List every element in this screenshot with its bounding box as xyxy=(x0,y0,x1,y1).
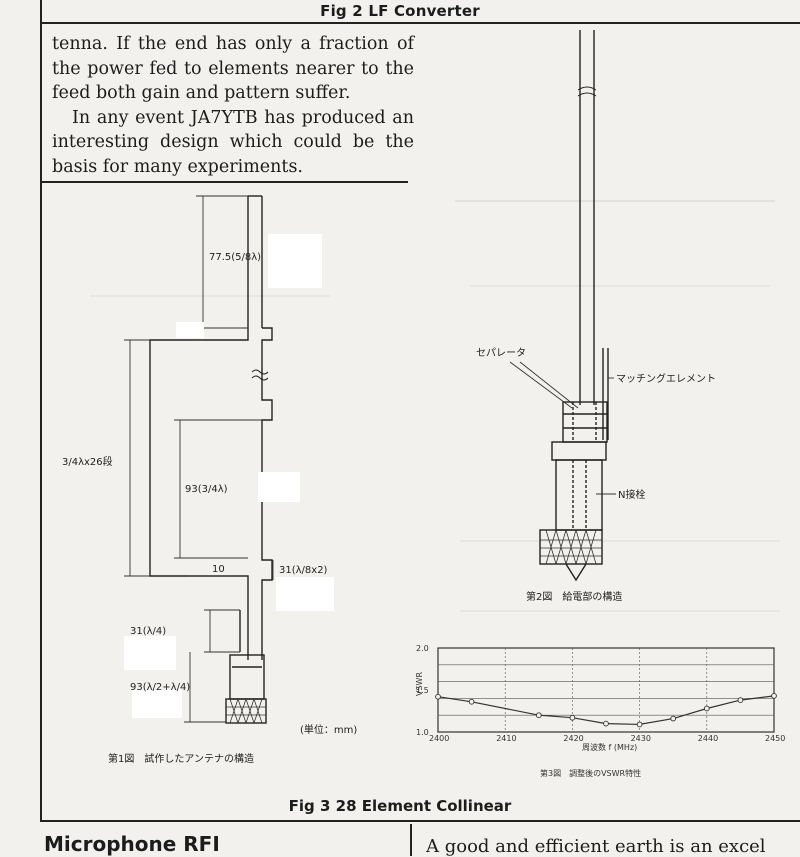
body-text: tenna. If the end has only a fraction of… xyxy=(52,32,414,179)
fig2-caption: Fig 2 LF Converter xyxy=(320,2,480,20)
fig1-dim-gap: 10 xyxy=(212,564,225,575)
fig1-dim-left: 3/4λx26段 xyxy=(62,455,113,468)
fig1-dim-top: 77.5(5/8λ) xyxy=(209,252,261,263)
body-paragraph-1: tenna. If the end has only a fraction of… xyxy=(52,34,414,103)
fig3-y-tick-label: 1.0 xyxy=(416,728,429,737)
fig3-data-point xyxy=(569,714,576,721)
fig2-connector-hatch xyxy=(540,529,602,565)
fig3-data-point xyxy=(468,698,475,705)
fig1-dim-mid: 93(3/4λ) xyxy=(185,484,228,495)
fig3-data-point xyxy=(737,697,744,703)
fig1-antenna-drawing xyxy=(149,195,273,724)
fig3-y-tick-label: 2.0 xyxy=(416,644,429,653)
fig2-feed-drawing xyxy=(539,30,609,582)
fig3-y-ticks: 2.0 1.5 1.0 xyxy=(416,644,429,737)
next-column-text: A good and efficient earth is an excel xyxy=(426,836,766,857)
fig3-data-point xyxy=(670,715,677,722)
fig1-dim-right: 31(λ/8x2) xyxy=(279,565,328,576)
fig1-unit: (単位：mm) xyxy=(300,723,357,736)
fig2-caption: 第2図 給電部の構造 xyxy=(526,590,622,603)
fig3-x-tick-label: 2420 xyxy=(563,734,583,743)
text-box-rule xyxy=(40,181,408,183)
frame-bottom-rule xyxy=(40,820,800,822)
fig1-scan-patches xyxy=(124,234,334,718)
fig3-x-tick-label: 2410 xyxy=(496,734,516,743)
show-through-artifacts xyxy=(90,200,780,612)
fig3-data-point xyxy=(535,712,542,719)
fig2-leader-lines xyxy=(509,361,616,495)
fig1-connector-hatch xyxy=(226,698,266,724)
fig3-x-tick-label: 2430 xyxy=(631,734,651,743)
fig3-ylabel: VSWR xyxy=(415,672,424,696)
frame-top-rule xyxy=(40,22,800,24)
fig3-x-tick-label: 2400 xyxy=(429,734,449,743)
fig1-caption: 第1図 試作したアンテナの構造 xyxy=(108,752,254,765)
fig2-separator-label: セパレータ xyxy=(476,347,526,359)
fig3-xlabel: 周波数 f (MHz) xyxy=(582,742,637,752)
fig3-x-tick-label: 2440 xyxy=(698,734,718,743)
fig3-grid xyxy=(438,648,774,732)
fig3-data-point xyxy=(603,720,609,727)
fig2-matching-label: マッチングエレメント xyxy=(616,372,716,385)
fig3-caption: 第3図 調整後のVSWR特性 xyxy=(540,768,641,778)
fig3-data-point xyxy=(636,721,643,728)
fig3-plot-frame xyxy=(437,647,775,733)
fig2-connector-label: N接栓 xyxy=(618,488,645,501)
fig1-dim-quarter: 31(λ/4) xyxy=(130,626,166,637)
body-paragraph-2: In any event JA7YTB has produced an inte… xyxy=(52,107,414,177)
fig3-x-tick-label: 2450 xyxy=(765,734,785,743)
fig3-data-point xyxy=(703,705,710,712)
fig3-points xyxy=(435,693,777,728)
column-divider xyxy=(410,824,412,856)
fig3-data-point xyxy=(771,693,777,699)
fig1-dim-feed: 93(λ/2+λ/4) xyxy=(130,682,190,693)
fig3-y-tick-label: 1.5 xyxy=(416,686,429,695)
fig3-series-line xyxy=(437,695,775,726)
section-heading: Microphone RFI xyxy=(44,832,220,856)
fig1-dimension-lines xyxy=(124,195,274,723)
fig3-data-point xyxy=(435,693,441,700)
fig3-x-ticks: 2400 2410 2420 2430 2440 2450 xyxy=(429,734,785,743)
frame-left-rule xyxy=(40,0,42,822)
fig3-28-element-caption: Fig 3 28 Element Collinear xyxy=(288,797,512,815)
